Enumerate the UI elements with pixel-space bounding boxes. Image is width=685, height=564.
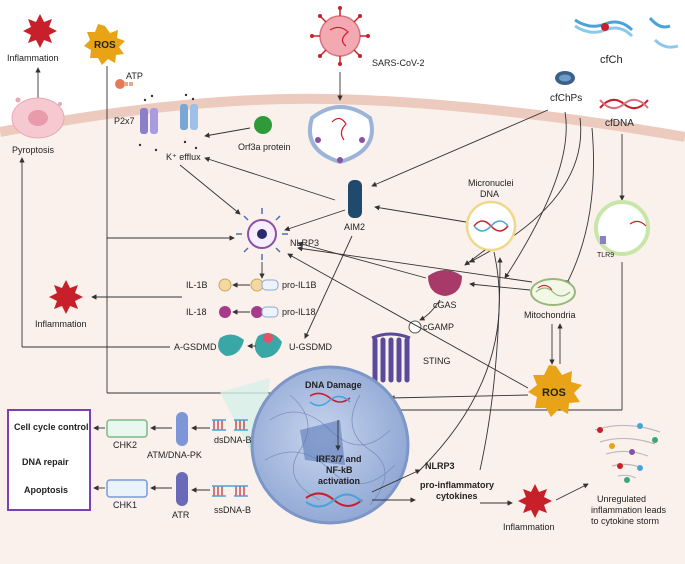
ssdna-break-icon <box>212 485 248 497</box>
irf-label-2: NF-kB <box>326 465 353 475</box>
pyroptosis-label: Pyroptosis <box>12 145 55 155</box>
atm-label: ATM/DNA-PK <box>147 450 202 460</box>
inflammation-top-label: Inflammation <box>7 53 59 63</box>
p2x7-channel <box>138 93 198 152</box>
inflammation-burst-top <box>23 14 57 48</box>
ros-bottom-label: ROS <box>542 387 566 399</box>
u-gsdmd-icon <box>254 333 282 358</box>
atr-label: ATR <box>172 510 190 520</box>
aim2-icon <box>348 180 362 218</box>
mitochondria-label: Mitochondria <box>524 310 576 320</box>
irf-label-1: IRF3/7 and <box>316 454 362 464</box>
ros-top-label: ROS <box>94 40 116 51</box>
tlr9-label: TLR9 <box>597 252 614 259</box>
gene-dna-icon <box>305 492 363 508</box>
cytokines-label-1: pro-inflammatory <box>420 480 494 490</box>
nucleus <box>220 365 410 525</box>
orf3a-protein-icon <box>254 116 272 134</box>
storm-label-3: to cytokine storm <box>591 516 659 526</box>
outcome-apoptosis: Apoptosis <box>24 485 68 495</box>
atp-icon <box>115 79 133 89</box>
il1b-icon <box>218 278 232 292</box>
endosome-virus-entry <box>307 105 374 165</box>
outcome-dna-repair: DNA repair <box>22 457 69 467</box>
cgamp-label: cGAMP <box>423 322 454 332</box>
sting-label: STING <box>423 356 451 366</box>
a-gsdmd-label: A-GSDMD <box>174 342 217 352</box>
atr-icon <box>176 472 188 506</box>
tlr9-endosome <box>594 200 650 256</box>
nlrp3-label: NLRP3 <box>290 238 319 248</box>
pyroptosis-cell-icon <box>11 97 65 139</box>
cfchps-icon <box>555 71 575 85</box>
k-efflux-label: K⁺ efflux <box>166 152 201 162</box>
cfch-label: cfCh <box>600 54 623 66</box>
mitochondria-icon <box>530 278 576 306</box>
outcome-cell-cycle: Cell cycle control <box>14 422 89 432</box>
p2x7-label: P2x7 <box>114 116 135 126</box>
inflammation-burst-mid <box>49 280 83 314</box>
nlrp3-inflammasome-icon <box>236 208 288 260</box>
cytokine-storm-icon <box>594 423 661 483</box>
damaged-dna-icon <box>309 392 351 407</box>
micronuclei-icon <box>465 200 517 252</box>
cfdna-label: cfDNA <box>605 118 634 129</box>
u-gsdmd-label: U-GSDMD <box>289 342 332 352</box>
cfchps-label: cfChPs <box>550 93 582 104</box>
chk2-label: CHK2 <box>113 440 137 450</box>
cgas-icon <box>428 270 462 296</box>
atm-dna-pk-icon <box>176 412 188 446</box>
il18-icon <box>219 306 231 318</box>
pro-il18-label: pro-IL18 <box>282 307 316 317</box>
cfch-dna-icon <box>574 17 679 49</box>
chk2-box <box>106 419 148 438</box>
micronuclei-label-2: DNA <box>480 189 499 199</box>
outcomes-box <box>7 409 91 511</box>
micronuclei-label-1: Micronuclei <box>468 178 514 188</box>
chk1-label: CHK1 <box>113 500 137 510</box>
cytokines-label-2: cytokines <box>436 491 478 501</box>
aim2-label: AIM2 <box>344 222 365 232</box>
inflammation-burst-bottom <box>518 484 552 518</box>
cgamp-icon <box>408 320 422 334</box>
pro-il1b-label: pro-IL1B <box>282 280 317 290</box>
nlrp3-bottom-label: NLRP3 <box>425 461 455 471</box>
dna-damage-label: DNA Damage <box>305 380 362 390</box>
sars-cov-2-label: SARS-CoV-2 <box>372 58 425 68</box>
a-gsdmd-icon <box>218 334 244 356</box>
chk1-box <box>106 479 148 498</box>
dsdna-label: dsDNA-B <box>214 435 252 445</box>
irf-label-3: activation <box>318 476 360 486</box>
ssdna-label: ssDNA-B <box>214 505 251 515</box>
ros-burst-bottom <box>528 365 582 417</box>
inflammation-bottom-label: Inflammation <box>503 522 555 532</box>
dsdna-break-icon <box>212 419 248 431</box>
sting-icon <box>371 332 411 383</box>
sars-cov-2-virus-icon <box>310 6 370 66</box>
pro-il18-icon <box>251 306 279 318</box>
il1b-label: IL-1B <box>186 280 208 290</box>
ros-burst-top <box>84 24 125 65</box>
cgas-label: cGAS <box>433 300 457 310</box>
inflammation-mid-label: Inflammation <box>35 319 87 329</box>
atp-label: ATP <box>126 71 143 81</box>
il18-label: IL-18 <box>186 307 207 317</box>
orf3a-label: Orf3a protein <box>238 142 291 152</box>
pro-il1b-icon <box>250 278 279 292</box>
storm-label-1: Unregulated <box>597 494 646 504</box>
cfdna-icon <box>599 98 649 110</box>
storm-label-2: inflammation leads <box>591 505 667 515</box>
